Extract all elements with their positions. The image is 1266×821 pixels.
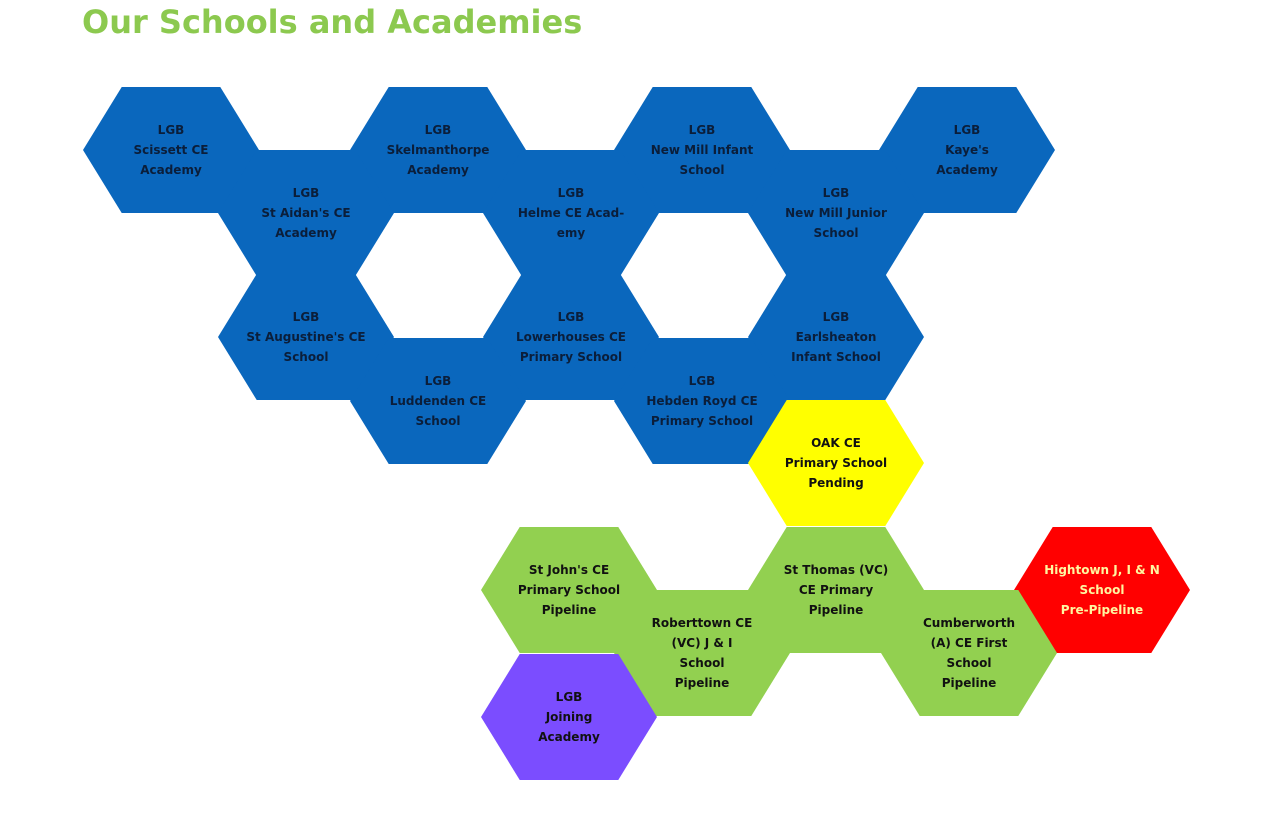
hex-label-line: School — [283, 350, 329, 364]
hex-label-line: Primary School — [517, 583, 621, 597]
hex-label-line: St Thomas (VC) — [783, 563, 889, 577]
hex-label-line: Academy — [538, 730, 600, 744]
hex-label-line: LGB — [292, 186, 320, 200]
page-title: Our Schools and Academies — [82, 3, 583, 41]
hex-label-line: LGB — [557, 310, 585, 324]
hex-label: LGB Hebden Royd CE Primary School — [640, 371, 764, 431]
hex-label-line: Pending — [808, 476, 864, 490]
hex-label-line: Pipeline — [541, 603, 597, 617]
hex-st-aidans: LGB St Aidan's CE Academy — [218, 150, 394, 276]
hex-label-line: Cumberworth — [922, 616, 1016, 630]
hex-label-line: Academy — [407, 163, 469, 177]
hex-label-line: Academy — [275, 226, 337, 240]
hex-label-line: Primary School — [784, 456, 888, 470]
hex-label-line: (A) CE First — [930, 636, 1008, 650]
hex-label-line: CE Primary — [798, 583, 874, 597]
hex-label-line: St Aidan's CE — [261, 206, 351, 220]
hex-label-line: Hightown J, I & N — [1044, 563, 1160, 577]
hex-label-line: (VC) J & I — [671, 636, 733, 650]
hex-label-line: Academy — [140, 163, 202, 177]
hex-label-line: LGB — [292, 310, 320, 324]
hex-label-line: Primary School — [519, 350, 623, 364]
hex-label-line: Academy — [936, 163, 998, 177]
hex-label-line: Pre-Pipeline — [1060, 603, 1144, 617]
hex-label-line: Helme CE Acad- — [517, 206, 625, 220]
hex-label-line: LGB — [424, 123, 452, 137]
hex-label-line: LGB — [822, 186, 850, 200]
hex-label-line: Pipeline — [941, 676, 997, 690]
hex-label-line: School — [679, 163, 725, 177]
hex-label-line: Scissett CE — [133, 143, 209, 157]
hex-helme: LGB Helme CE Acad-emy — [483, 150, 659, 276]
hex-label-line: Joining — [545, 710, 593, 724]
hex-label-line: LGB — [157, 123, 185, 137]
hex-label-line: LGB — [557, 186, 585, 200]
hex-label-line: Kaye's — [945, 143, 989, 157]
hex-label-line: Roberttown CE — [651, 616, 753, 630]
hex-label-line: Infant School — [791, 350, 881, 364]
hex-label: LGB St Aidan's CE Academy — [244, 183, 368, 243]
hex-scissett: LGB Scissett CE Academy — [83, 87, 259, 213]
hex-label-line: St Augustine's CE — [246, 330, 366, 344]
hex-label-line: Skelmanthorpe — [386, 143, 490, 157]
hex-label-line: LGB — [688, 374, 716, 388]
hex-label-line: School — [1079, 583, 1125, 597]
hex-label: LGB Luddenden CE School — [376, 371, 500, 431]
hex-label-line: emy — [556, 226, 586, 240]
hex-label-line: LGB — [688, 123, 716, 137]
hex-luddenden: LGB Luddenden CE School — [350, 338, 526, 464]
hex-label-line: Primary School — [650, 414, 754, 428]
hex-label: LGB Lowerhouses CE Primary School — [509, 307, 633, 367]
hex-label: LGB St Augustine's CE School — [244, 307, 368, 367]
hex-label-line: School — [415, 414, 461, 428]
hex-label-line: OAK CE — [811, 436, 861, 450]
hex-label-line: School — [813, 226, 859, 240]
hex-label: LGB Scissett CE Academy — [109, 120, 233, 180]
hex-label-line: Pipeline — [674, 676, 730, 690]
hex-label-line: LGB — [555, 690, 583, 704]
hex-label-line: LGB — [953, 123, 981, 137]
hex-label-line: New Mill Junior — [785, 206, 887, 220]
hex-label-line: LGB — [424, 374, 452, 388]
hex-label-line: School — [679, 656, 725, 670]
hex-label-line: Luddenden CE — [389, 394, 487, 408]
hex-label-line: Lowerhouses CE — [516, 330, 626, 344]
hex-label-line: Pipeline — [808, 603, 864, 617]
hex-label: LGB Helme CE Acad-emy — [509, 183, 633, 243]
hex-label-line: Hebden Royd CE — [646, 394, 758, 408]
hex-label-line: LGB — [822, 310, 850, 324]
hex-label-line: Earlsheaton — [795, 330, 877, 344]
hex-label-line: New Mill Infant — [650, 143, 754, 157]
hex-label-line: St John's CE — [528, 563, 610, 577]
hex-label-line: School — [946, 656, 992, 670]
